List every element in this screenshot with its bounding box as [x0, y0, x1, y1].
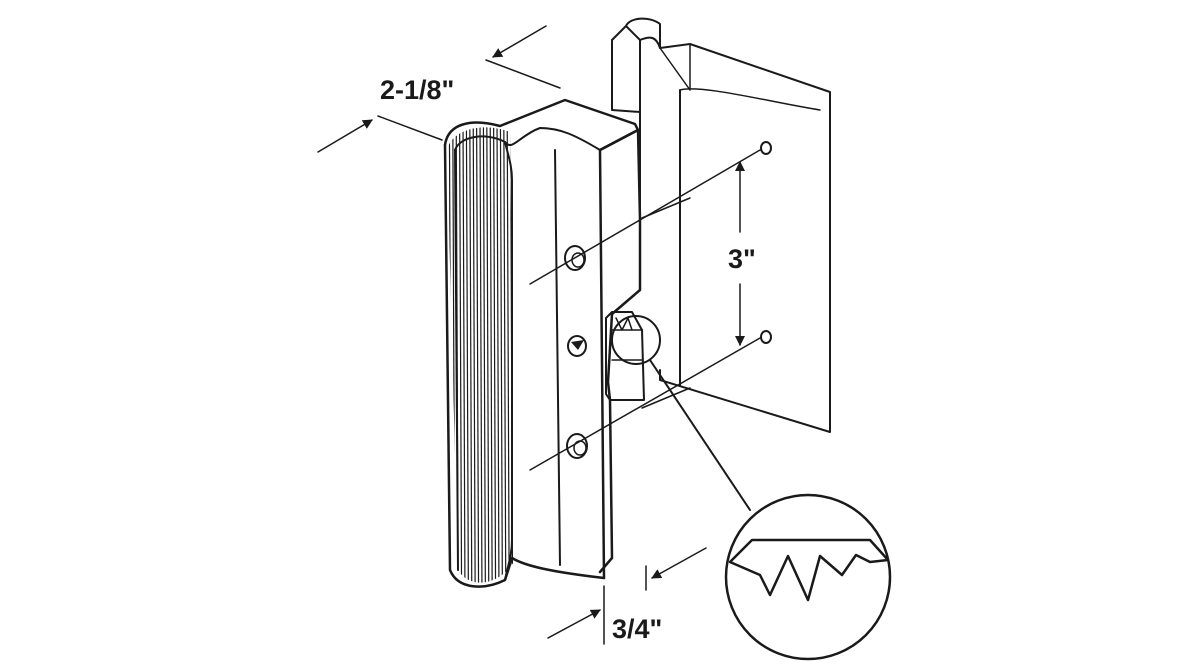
dimension-depth [547, 547, 707, 645]
hole-spacing-dimension-label: 3" [728, 244, 756, 274]
detail-magnifier [611, 315, 892, 661]
leader-lines [529, 149, 761, 471]
depth-dimension-label: 3/4" [612, 614, 663, 644]
handle-body [443, 98, 645, 588]
mounting-plate [611, 17, 831, 433]
dimension-width [317, 25, 561, 153]
width-dimension-label: 2-1/8" [380, 75, 455, 105]
